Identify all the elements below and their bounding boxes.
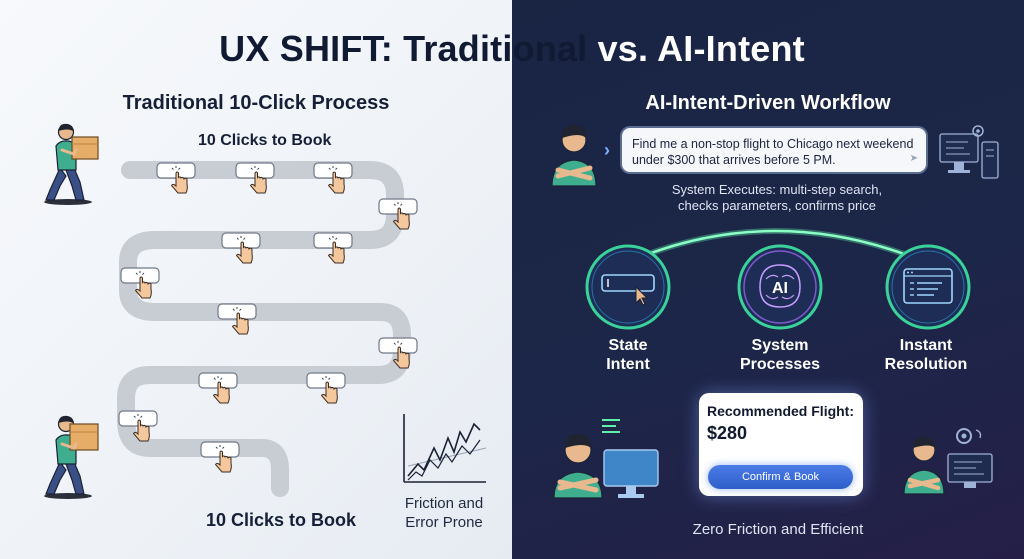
ai-badge-text: AI (772, 280, 788, 297)
click-step-12 (118, 410, 158, 442)
step-label-system-processes: System Processes (720, 336, 840, 374)
winding-click-path (117, 161, 411, 497)
title-ai-intent: vs. AI-Intent (597, 28, 805, 69)
click-step-11 (198, 372, 238, 404)
chevron-right-icon: › (604, 140, 610, 160)
query-line2: under $300 that arrives before 5 PM. (632, 153, 836, 167)
step-label-1-line2: Intent (606, 356, 650, 373)
friction-label-line1: Friction and (404, 495, 484, 512)
click-step-2 (235, 162, 275, 194)
user-at-computer-icon (553, 419, 659, 499)
click-step-8 (217, 303, 257, 335)
clicks-count-bottom: 10 Clicks to Book (206, 510, 357, 530)
system-executes-text: System Executes: multi-step search, chec… (622, 182, 932, 214)
zero-friction-caption: Zero Friction and Efficient (692, 521, 864, 538)
step-label-instant-resolution: Instant Resolution (870, 336, 982, 374)
step-label-state-intent: State Intent (578, 336, 678, 374)
recommended-flight-title: Recommended Flight: (707, 403, 855, 419)
intent-query-box[interactable]: Find me a non-stop flight to Chicago nex… (622, 128, 926, 172)
instant-resolution-step-icon (885, 244, 971, 330)
ai-section-title: AI-Intent-Driven Workflow (645, 92, 891, 114)
confirm-book-button[interactable]: Confirm & Book (708, 465, 853, 489)
step-label-2-line2: Processes (739, 356, 821, 373)
traditional-section-title: Traditional 10-Click Process (122, 92, 390, 114)
step-label-3-line1: Instant (899, 337, 953, 354)
click-step-7 (120, 267, 160, 299)
system-processes-step-icon: AI (737, 244, 823, 330)
system-exec-line2: checks parameters, confirms price (678, 198, 876, 213)
state-intent-step-icon (585, 244, 671, 330)
recommended-flight-card: Recommended Flight: $280 Confirm & Book (699, 393, 863, 496)
user-avatar-icon (551, 124, 597, 187)
click-step-10 (306, 372, 346, 404)
friction-label-line2: Error Prone (405, 514, 483, 531)
system-exec-line1: System Executes: multi-step search, (671, 182, 883, 197)
step-label-3-line2: Resolution (884, 356, 968, 373)
click-step-5 (313, 232, 353, 264)
send-icon[interactable]: ➤ (909, 153, 918, 164)
friction-chart-icon (403, 414, 487, 483)
workflow-connector-arc (626, 228, 927, 265)
click-step-6 (221, 232, 261, 264)
person-carrying-box-icon (44, 123, 99, 205)
flight-price: $280 (707, 423, 748, 443)
person-carrying-box-icon-bottom (44, 415, 99, 499)
click-step-3 (313, 162, 353, 194)
step-label-2-line1: System (751, 337, 809, 354)
query-line1: Find me a non-stop flight to Chicago nex… (632, 137, 914, 151)
click-step-1 (156, 162, 196, 194)
computer-gear-icon (939, 125, 999, 179)
main-title: UX SHIFT: Traditional vs. AI-Intent (0, 28, 1024, 70)
click-step-4 (378, 198, 418, 230)
user-with-gear-computer-icon (903, 428, 993, 495)
step-label-1-line1: State (608, 337, 648, 354)
clicks-count-top: 10 Clicks to Book (198, 132, 332, 149)
click-step-9 (378, 337, 418, 369)
title-traditional: UX SHIFT: Traditional (219, 28, 588, 69)
click-step-13 (200, 441, 240, 473)
friction-label: Friction and Error Prone (398, 494, 490, 532)
